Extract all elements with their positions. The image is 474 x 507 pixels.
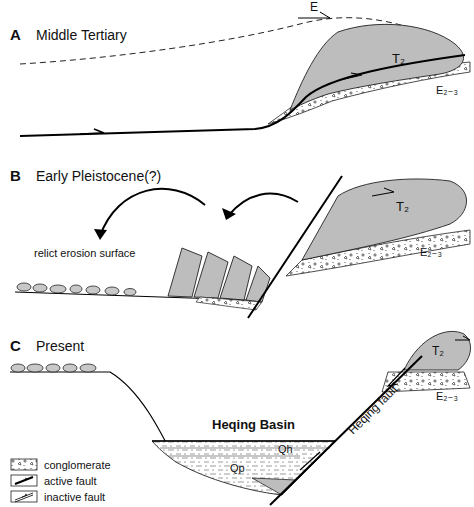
panel-c (10, 331, 471, 505)
panel-letter: C (10, 338, 21, 355)
unit-label: T₂ (392, 52, 405, 66)
panel-a (20, 12, 470, 136)
legend-row: conglomerate (10, 458, 111, 471)
panel-letter: A (10, 27, 21, 44)
unit-label: E₂₋₃ (436, 390, 458, 402)
unit-label: E (310, 1, 318, 14)
legend-sample (10, 474, 38, 487)
legend-text: active fault (44, 475, 97, 487)
panel-letter: B (10, 168, 21, 185)
legend-sample (10, 490, 38, 503)
unit-label: E₂₋₃ (420, 246, 442, 258)
unit-label: E₂₋₃ (436, 84, 458, 96)
unit-label: T₂ (396, 200, 409, 214)
legend-sample (10, 458, 38, 471)
panel-title: Early Pleistocene(?) (36, 169, 161, 184)
feature-label: relict erosion surface (34, 247, 136, 259)
unit-label: Qh (278, 443, 293, 455)
unit-label: T₂ (432, 345, 444, 358)
place-label: Heqing Basin (212, 418, 295, 432)
panel-b (15, 176, 470, 318)
panel-title: Middle Tertiary (36, 28, 127, 43)
unit-label: Qp (230, 462, 245, 474)
legend-text: conglomerate (44, 459, 111, 471)
legend-row: inactive fault (10, 490, 105, 503)
legend-row: active fault (10, 474, 97, 487)
legend-text: inactive fault (44, 491, 105, 503)
panel-title: Present (36, 339, 84, 354)
fault-label: Heqing fault (346, 383, 401, 438)
